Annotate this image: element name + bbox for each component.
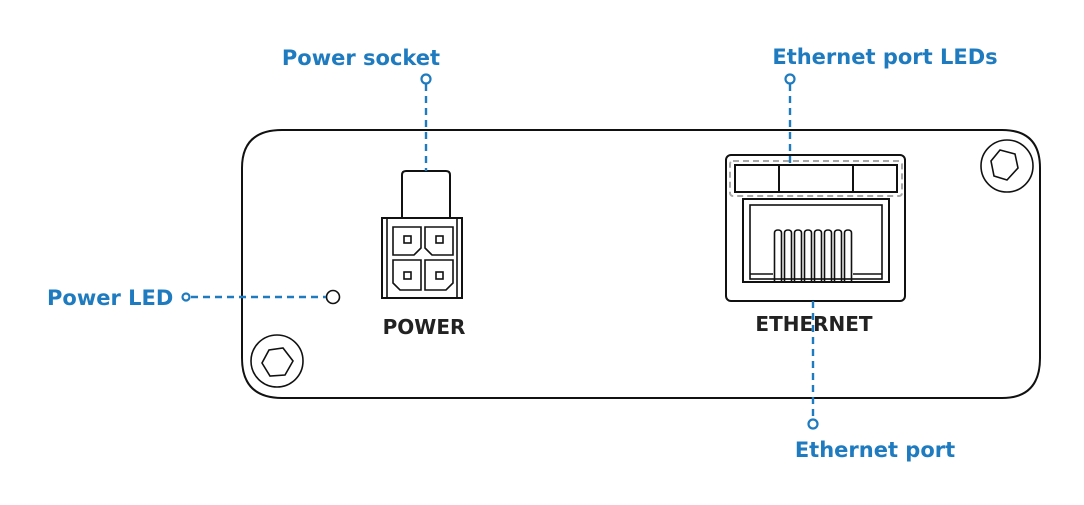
screw-bottom-left <box>250 334 304 388</box>
callout-power-socket: Power socket <box>282 46 440 171</box>
ethernet-pin <box>823 229 833 282</box>
callout-label-power-socket: Power socket <box>282 46 440 70</box>
device-panel-outline <box>241 129 1041 399</box>
callout-label-ethernet-port-leds: Ethernet port LEDs <box>772 45 997 69</box>
ethernet-port <box>725 154 906 302</box>
callout-label-ethernet-port: Ethernet port <box>795 438 955 462</box>
power-led-indicator <box>325 289 341 305</box>
ethernet-pin <box>803 229 813 282</box>
power-socket <box>381 170 463 299</box>
ethernet-pin <box>833 229 843 282</box>
screw-top-right <box>980 139 1034 193</box>
ethernet-pin <box>773 229 783 282</box>
ethernet-pins <box>750 229 882 282</box>
ethernet-pin <box>783 229 793 282</box>
power-port-label: POWER <box>383 315 466 339</box>
ethernet-pin <box>793 229 803 282</box>
ethernet-leds-highlight <box>729 160 903 197</box>
callout-ethernet-port: Ethernet port <box>795 301 955 462</box>
ethernet-pin <box>843 229 853 282</box>
callout-ethernet-port-leds: Ethernet port LEDs <box>772 45 998 163</box>
callout-power-led: Power LED <box>47 286 326 310</box>
callout-label-power-led: Power LED <box>47 286 173 310</box>
ethernet-pin <box>813 229 823 282</box>
